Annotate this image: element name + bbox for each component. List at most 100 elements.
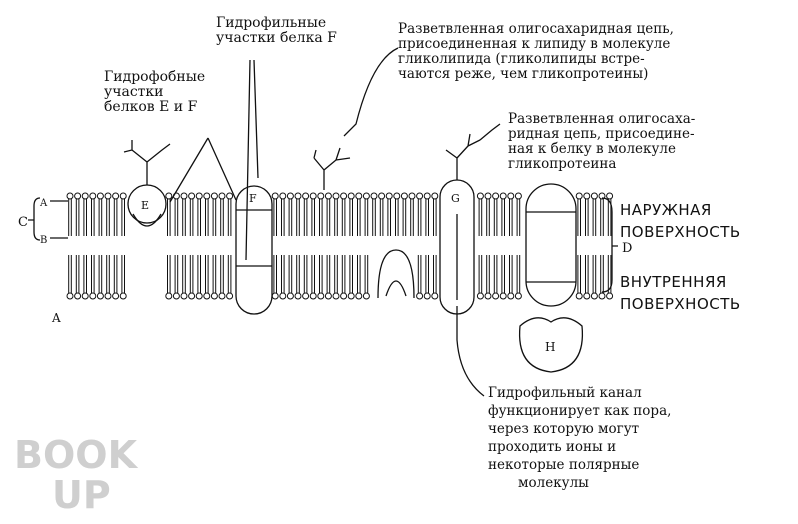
lipid-head-inner: [119, 292, 127, 300]
protein-e-chain: [123, 140, 171, 185]
lipid-head-inner: [416, 292, 424, 300]
letter-d: D: [622, 241, 632, 256]
lipid-head-outer: [74, 192, 82, 200]
lipid-head-outer: [180, 192, 188, 200]
lipid-head-outer: [332, 192, 340, 200]
lipid-head-outer: [96, 192, 104, 200]
leader-hydrophobic-ef: [169, 137, 237, 203]
lipid-head-outer: [362, 192, 370, 200]
label-line: функционирует как пора,: [488, 403, 672, 419]
label-line: ВНУТРЕННЯЯ: [620, 273, 727, 291]
lipid-head-inner: [492, 292, 500, 300]
watermark-word-2: UP: [52, 473, 111, 512]
protein-e-inner-curve: [132, 213, 162, 227]
lipid-head-outer: [476, 192, 484, 200]
leader-lines: [28, 47, 618, 397]
watermark-word-1: BOOK: [14, 433, 139, 477]
label-line: ПОВЕРХНОСТЬ: [620, 295, 741, 313]
lipid-head-inner: [598, 292, 606, 300]
label-line: белков E и F: [104, 99, 198, 115]
label-line: молекулы: [518, 475, 589, 491]
lipid-head-outer: [355, 192, 363, 200]
lipid-head-outer: [218, 192, 226, 200]
label-line: ридная цепь, присоедине-: [508, 126, 695, 142]
lipid-head-outer: [378, 192, 386, 200]
outer-surface-label: НАРУЖНАЯ ПОВЕРХНОСТЬ: [620, 199, 741, 243]
lipid-head-inner: [431, 292, 439, 300]
lipid-head-inner: [279, 292, 287, 300]
lipid-head-outer: [89, 192, 97, 200]
lipid-head-outer: [81, 192, 89, 200]
letter-b: B: [40, 235, 47, 246]
lipid-head-outer: [416, 192, 424, 200]
letter-g: G: [451, 192, 460, 205]
lipid-head-outer: [423, 192, 431, 200]
lipid-head-outer: [112, 192, 120, 200]
lipid-head-outer: [590, 192, 598, 200]
bookup-watermark-logo: BOOK UP: [14, 433, 139, 512]
lipid-head-inner: [302, 292, 310, 300]
lipid-head-inner: [309, 292, 317, 300]
lipid-head-outer: [286, 192, 294, 200]
lipid-head-outer: [294, 192, 302, 200]
lipid-head-inner: [583, 292, 591, 300]
lipid-head-outer: [210, 192, 218, 200]
bracket-c: [28, 197, 41, 241]
lipid-head-inner: [218, 292, 226, 300]
glycolipid-chain-label: Разветвленная олигосахаридная цепь, прис…: [398, 22, 674, 82]
lipid-head-outer: [203, 192, 211, 200]
label-line: Гидрофильные: [216, 15, 327, 31]
lipid-head-inner: [96, 292, 104, 300]
lipid-head-inner: [81, 292, 89, 300]
letter-e: E: [141, 199, 149, 212]
lipid-head-inner: [66, 292, 74, 300]
lipid-head-outer: [499, 192, 507, 200]
letter-a-top: A: [39, 198, 48, 209]
lipid-head-inner: [590, 292, 598, 300]
lipid-head-inner: [271, 292, 279, 300]
protein-h: [518, 317, 584, 373]
lipid-head-inner: [484, 292, 492, 300]
lipid-head-outer: [606, 192, 614, 200]
lipid-head-outer: [370, 192, 378, 200]
lipid-head-inner: [286, 292, 294, 300]
lipid-head-inner: [507, 292, 515, 300]
lipid-head-inner: [89, 292, 97, 300]
label-line: гликопротеина: [508, 156, 617, 172]
label-line: Разветвленная олигосаха-: [508, 111, 696, 127]
lipid-head-inner: [317, 292, 325, 300]
lipid-head-inner: [499, 292, 507, 300]
lipid-head-outer: [514, 192, 522, 200]
glycoprotein-chain: [445, 123, 501, 180]
label-line: НАРУЖНАЯ: [620, 201, 712, 219]
lipid-head-outer: [507, 192, 515, 200]
lipid-head-outer: [279, 192, 287, 200]
label-line: гликолипида (гликолипиды встре-: [398, 51, 645, 67]
lipid-head-inner: [294, 292, 302, 300]
lipid-head-inner: [362, 292, 370, 300]
bracket-d: [601, 197, 618, 293]
lipid-head-inner: [203, 292, 211, 300]
lipid-head-outer: [492, 192, 500, 200]
lipid-head-inner: [172, 292, 180, 300]
lipid-head-outer: [324, 192, 332, 200]
lipid-bilayer: [66, 192, 614, 300]
glycolipid-chain: [313, 147, 351, 190]
lipid-head-inner: [347, 292, 355, 300]
inner-surface-label: ВНУТРЕННЯЯ ПОВЕРХНОСТЬ: [620, 271, 741, 315]
letter-f: F: [249, 192, 257, 205]
label-line: Гидрофильный канал: [488, 385, 642, 401]
hydrophilic-channel-label: Гидрофильный канал функционирует как пор…: [488, 384, 671, 492]
protein-d: [525, 183, 577, 307]
label-line: участки белка F: [216, 30, 337, 46]
hydrophilic-regions-f-label: Гидрофильные участки белка F: [216, 16, 337, 46]
protein-f: [235, 185, 273, 315]
lipid-head-outer: [271, 192, 279, 200]
label-line: некоторые полярные: [488, 457, 640, 473]
label-line: Разветвленная олигосахаридная цепь,: [398, 21, 674, 37]
label-line: ПОВЕРХНОСТЬ: [620, 223, 741, 241]
lipid-head-inner: [355, 292, 363, 300]
lipid-head-inner: [340, 292, 348, 300]
lipid-head-inner: [226, 292, 234, 300]
